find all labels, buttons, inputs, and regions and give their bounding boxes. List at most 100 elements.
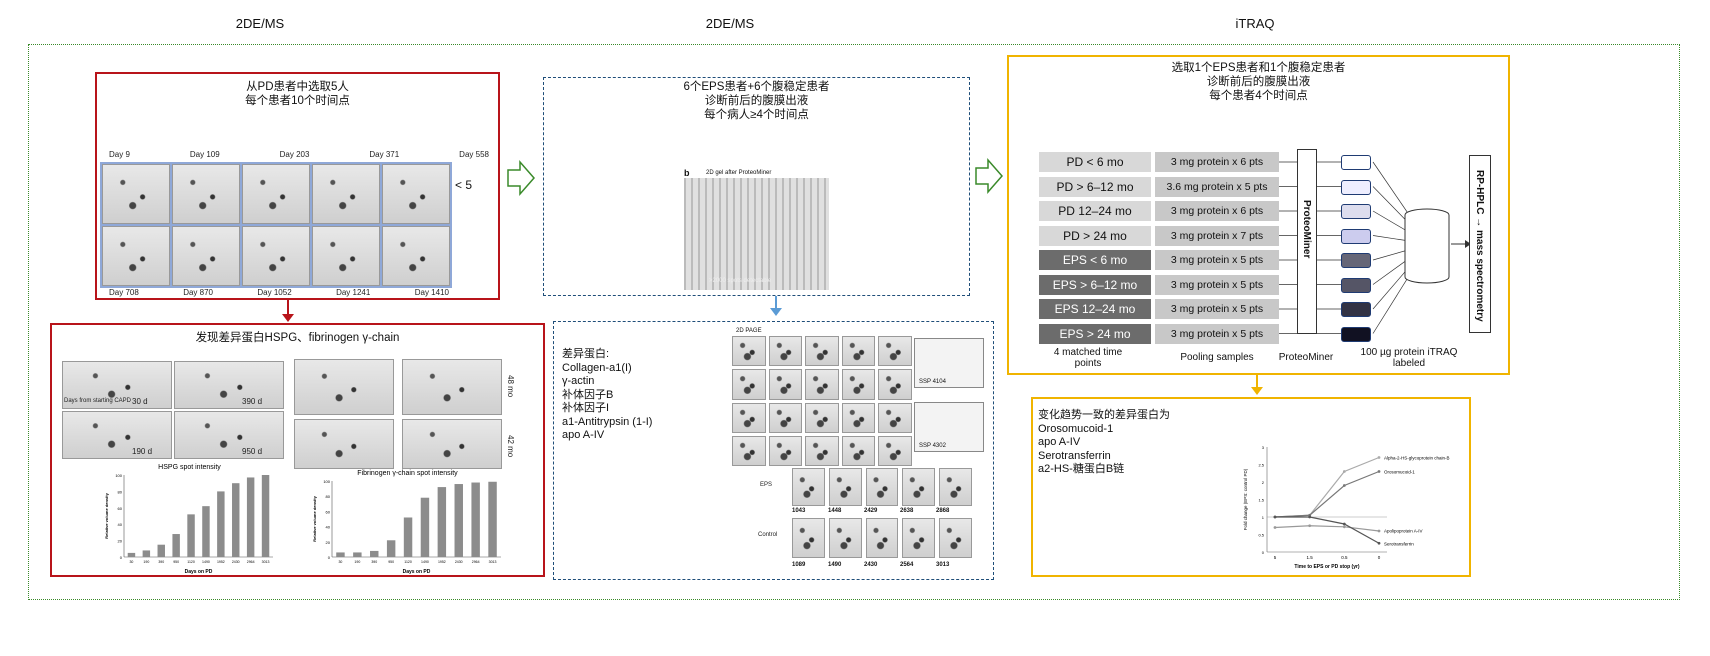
- header-3: iTRAQ: [1235, 16, 1275, 31]
- ms-label: RP-HPLC → mass spectrometry: [1474, 170, 1485, 322]
- panel-consistent-proteins: 变化趋势一致的差异蛋白为 Orosomucoid-1 apo A-IV Sero…: [1031, 397, 1471, 577]
- panel-hspg-findings: 发现差异蛋白HSPG、fibrinogen γ-chain 30 d 390 d…: [50, 323, 545, 577]
- tube-icon: [1341, 326, 1371, 342]
- y-axis-label: Relative volume density: [104, 492, 109, 538]
- ssp-label: SSP 4104: [919, 379, 946, 385]
- spot-thumb: [805, 369, 839, 400]
- x-tick-label: 1952: [438, 560, 446, 564]
- spot-thumb: [805, 435, 839, 466]
- day-label: Day 870: [183, 288, 213, 297]
- gel-grid: [100, 162, 452, 288]
- spot-thumb: [805, 402, 839, 433]
- tube-icon: [1341, 179, 1371, 195]
- x-tick-label: 950: [173, 560, 179, 564]
- flow-arrow-green: [975, 158, 1003, 194]
- group-box: EPS > 6–12 mo: [1039, 274, 1151, 295]
- panel3-title-line: 每个患者4个时间点: [1209, 90, 1308, 102]
- connector-down-red: [287, 300, 289, 316]
- side-label: 42 mo: [506, 435, 515, 458]
- bar: [261, 475, 270, 557]
- series-line: [1274, 525, 1380, 532]
- arrowhead-down-gold: [1251, 387, 1263, 395]
- ssp-label: SSP 4302: [919, 443, 946, 449]
- x-tick-label: 2430: [232, 560, 240, 564]
- x-tick-label: 0.5: [1341, 555, 1348, 560]
- panel1b-title: 发现差异蛋白HSPG、fibrinogen γ-chain: [195, 332, 400, 344]
- day-label: Day 558: [459, 150, 489, 159]
- bar: [488, 481, 497, 557]
- x-tick-label: 1.5: [1307, 555, 1314, 560]
- days-bottom-row: Day 708 Day 870 Day 1052 Day 1241 Day 14…: [109, 288, 449, 297]
- bar: [217, 491, 225, 557]
- chart-title: Fibrinogen γ-chain spot intensity: [357, 470, 458, 477]
- spot-thumb: [768, 402, 803, 433]
- x-tick-label: 950: [388, 560, 394, 564]
- side-note: < 5: [455, 178, 473, 192]
- list-item: a1-Antitrypsin (1-I): [562, 415, 653, 428]
- x-tick-label: 390: [371, 560, 377, 564]
- y-tick-label: 20: [118, 539, 123, 544]
- x-tick-label: 1120: [404, 560, 412, 564]
- spot-thumb: [768, 435, 803, 466]
- bar: [336, 552, 345, 557]
- y-tick-label: 0: [1262, 550, 1265, 555]
- spot-id: 1089: [792, 562, 806, 568]
- list-item: Collagen-a1(I): [562, 361, 632, 374]
- x-tick-label: 2964: [247, 560, 255, 564]
- gel-day-label: 30 d: [132, 397, 148, 406]
- fig-caption: 2D gel after ProteoMiner: [706, 170, 772, 176]
- big-2d-gel: [684, 178, 829, 290]
- data-point: [1342, 470, 1346, 473]
- spot-thumb: [878, 402, 912, 433]
- hspg-gel: [62, 361, 172, 409]
- spot-thumb: [878, 369, 912, 400]
- day-label: Day 203: [279, 150, 310, 159]
- y-tick-label: 1: [1262, 515, 1265, 520]
- gel-thumb: [792, 468, 825, 506]
- x-tick-label: 1120: [187, 560, 195, 564]
- series-line: [1274, 470, 1380, 518]
- y-tick-label: 3: [1262, 445, 1265, 450]
- gel-thumb: [102, 164, 170, 224]
- pool-box: 3 mg protein x 5 pts: [1155, 274, 1279, 295]
- spot-thumb: [878, 435, 912, 466]
- gel-thumb: [865, 468, 899, 506]
- bar: [246, 477, 255, 557]
- gel-thumb: [902, 518, 936, 558]
- arrowhead: [1465, 240, 1471, 248]
- tube-icon: [1341, 253, 1371, 268]
- data-point: [1273, 526, 1277, 529]
- series-label: Orosomucoid-1: [1384, 470, 1415, 475]
- series-label: Serotransferrin: [1384, 541, 1414, 546]
- x-tick-label: 2964: [472, 560, 480, 564]
- spot-id: 2564: [900, 562, 914, 568]
- cylinder: [1404, 208, 1450, 284]
- gel-thumb: [242, 226, 310, 286]
- data-point: [1377, 456, 1381, 459]
- connector-down-gold: [1256, 375, 1258, 389]
- spot-id: 1448: [828, 508, 842, 514]
- bar: [420, 497, 430, 557]
- panel-pd-selection: 从PD患者中选取5人 每个患者10个时间点 Day 9 Day 109 Day …: [95, 72, 500, 300]
- spot-thumb: [841, 369, 876, 400]
- y-tick-label: 0: [120, 555, 123, 560]
- y-tick-label: 2: [1262, 480, 1265, 485]
- fib-gel: [294, 359, 394, 415]
- row-label-control: Control: [758, 532, 778, 538]
- bar: [437, 487, 447, 557]
- spot-id: 3013: [936, 562, 950, 568]
- group-box: PD < 6 mo: [1039, 152, 1151, 172]
- panel-diff-proteins: 差异蛋白: Collagen-a1(I) γ-actin 补体因子B 补体因子I…: [553, 321, 994, 580]
- list-item: Orosomucoid-1: [1038, 422, 1114, 435]
- footer-label: ProteoMiner: [1278, 352, 1334, 363]
- data-point: [1308, 515, 1312, 519]
- tube-icon: [1341, 204, 1371, 219]
- panel2-title: 6个EPS患者+6个腹稳定患者 诊断前后的腹膜出液 每个病人≥4个时间点: [544, 80, 969, 122]
- y-tick-label: 80: [326, 494, 331, 499]
- data-point: [1377, 470, 1381, 473]
- x-axis-label: Days on PD: [185, 569, 213, 575]
- x-tick-label: 190: [143, 560, 149, 564]
